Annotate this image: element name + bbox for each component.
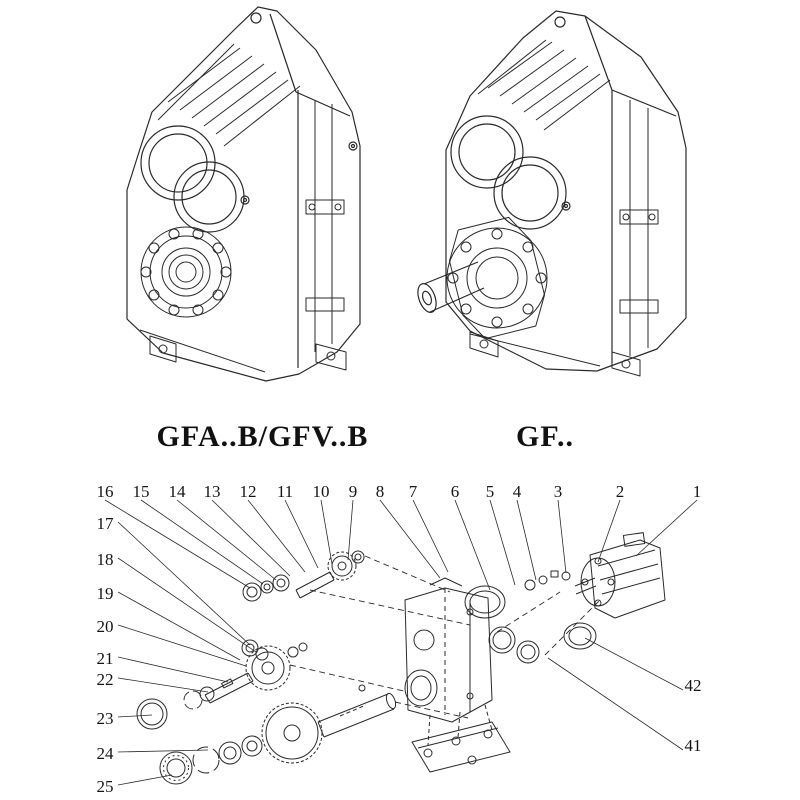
part-number: 15 [132,482,150,501]
part-number: 12 [239,482,257,501]
eyebolt-hole [554,16,566,28]
part-number: 7 [408,482,418,501]
part-number: 20 [96,617,114,636]
intermediate-gear [245,645,291,691]
motor-unit [574,532,666,619]
output-shaft-parts [136,684,397,785]
gearbox-drawing-gf [417,10,687,377]
part-number: 42 [684,676,702,695]
part-number: 13 [203,482,221,501]
cooling-fins [157,43,301,147]
part-number: 18 [96,550,114,569]
mounting-feet [139,329,347,373]
exploded-view [136,532,666,785]
part-number: 25 [96,777,114,796]
eyebolt-hole [250,12,262,24]
part-number: 22 [96,670,114,689]
left-figure-label: GFA..B/GFV..B [156,420,369,453]
assembly-axes [289,555,601,719]
right-figure-label: GF.. [516,420,574,453]
circlip [183,690,203,710]
cover-rings [464,570,597,664]
cooling-fins [477,39,611,131]
part-number: 21 [96,649,114,668]
input-shaft-parts [242,550,365,602]
output-shaft [417,261,485,313]
side-ribs [305,100,345,352]
part-number: 19 [96,584,114,603]
gearbox-drawing-gfab [126,6,361,382]
part-number: 3 [553,482,563,501]
callout-leader-lines [104,499,698,786]
part-number: 1 [692,482,702,501]
base-plate [411,704,511,773]
part-number: 23 [96,709,114,728]
part-number: 4 [512,482,522,501]
part-number: 6 [450,482,460,501]
circlip [192,746,220,774]
part-number: 17 [96,514,114,533]
part-number: 16 [96,482,114,501]
part-number: 8 [375,482,385,501]
part-number: 5 [485,482,495,501]
bore-circles [450,115,571,230]
intermediate-shaft-parts [183,639,308,710]
ball-bearing [159,751,193,785]
part-number: 2 [615,482,625,501]
terminal-box [622,532,646,547]
part-number: 9 [348,482,358,501]
part-number: 24 [96,744,114,763]
part-number: 14 [168,482,186,501]
mounting-feet [469,331,641,377]
bore-circles [140,125,250,233]
part-number: 11 [276,482,294,501]
part-number: 41 [684,736,702,755]
side-ribs [619,100,659,356]
part-number: 10 [312,482,330,501]
housing [404,577,493,723]
output-bearing [140,226,232,318]
output-gear [261,702,323,764]
pinion-gear [327,551,357,581]
output-flange [446,216,548,340]
